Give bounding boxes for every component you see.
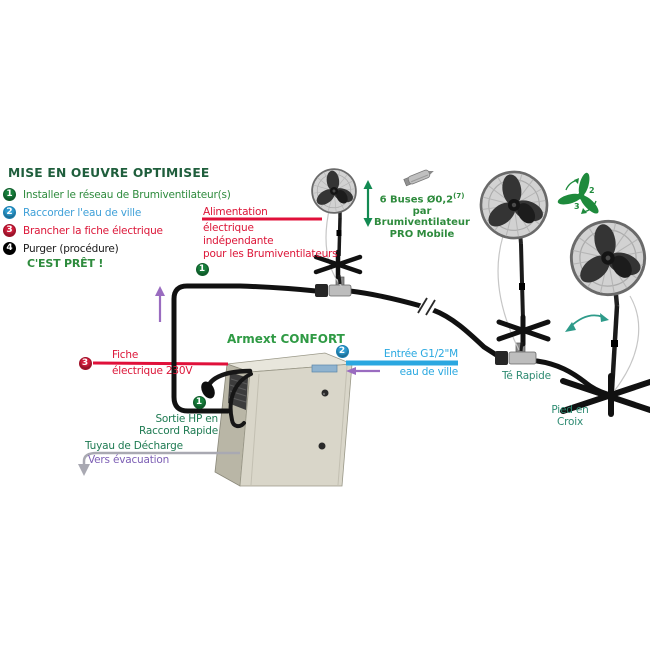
badge-plug: 3 [78,356,92,370]
power-note-line4: pour les Brumiventilateurs [203,248,338,260]
nozzle-note-line4: PRO Mobile [389,228,455,240]
step-1-badge: 1 [3,188,16,201]
step-3-badge: 3 [3,224,16,237]
step-4-label: Purger (procédure) [23,242,119,255]
fan-3-cross-base [560,373,650,417]
misting-fan-1 [309,166,363,288]
foot-label-2: Croix [557,416,583,428]
power-note-line2: électrique [203,222,254,234]
hose-break-symbol [417,297,436,316]
power-note-line1: Alimentation [203,206,268,218]
propeller-num-3: 3 [574,202,580,211]
step-2: 2 Raccorder l'eau de ville [3,206,141,219]
badge-hp-outlet: 1 [192,395,206,409]
step-2-label: Raccorder l'eau de ville [23,206,142,219]
tee-label: Té Rapide [502,370,551,382]
foot-label-1: Pied en [551,404,589,416]
cabinet-title: Armext CONFORT [227,332,345,346]
tee-connector-1 [315,276,352,297]
plug-label-2: électrique 230V [112,365,193,377]
arrow-left-purple [346,367,380,375]
arrow-up-purple [155,286,165,322]
nozzle-note: 6 Buses Ø0,2(7) par Brumiventilateur PRO… [368,191,476,240]
power-line-230v [92,361,229,366]
misting-fan-2 [475,166,553,352]
drain-label: Tuyau de Décharge [85,440,183,452]
step-1: 1 Installer le réseau de Brumiventilateu… [3,188,231,201]
plug-label-1: Fiche [112,349,139,361]
cabinet-label-sticker [311,364,338,373]
fan-1-cross-base [313,249,363,280]
step-3: 3 Brancher la fiche électrique [3,224,163,237]
hp-outlet-label-2: Raccord Rapide [138,425,218,437]
tee-connector-2 [495,342,537,365]
water-inlet-label-1: Entrée G1/2"M [383,348,458,360]
power-cable [201,368,253,429]
drain-line [78,451,240,476]
nozzle-icon [403,169,434,187]
fan-2-cross-base [496,314,551,347]
nozzle-note-line2: par [412,205,432,217]
badge-water-inlet: 2 [335,344,349,358]
step-1-label: Installer le réseau de Brumiventilateur(… [23,188,231,201]
door-knob-top [321,389,329,397]
door-knob-bottom [318,442,326,450]
height-adjust-arrow [363,180,373,227]
page-title: MISE EN OEUVRE OPTIMISEE [8,166,210,180]
propeller-num-2: 2 [589,186,595,195]
step-2-badge: 2 [3,206,16,219]
plug-head [201,381,215,399]
rotation-propeller-icon [557,172,599,214]
badge-hose-network: 1 [195,262,209,276]
water-inlet-label-2: eau de ville [399,366,459,378]
hp-outlet-label-1: Sortie HP en [155,413,218,425]
door-knob-top-highlight [322,392,326,396]
oscillation-arrow [565,313,609,332]
step-3-label: Brancher la fiche électrique [23,224,163,237]
nozzle-note-sup: (7) [453,192,465,200]
step-4: 4 Purger (procédure) [3,242,119,255]
power-note-line3: indépendante [203,235,274,247]
ready-text: C'EST PRÊT ! [27,257,104,270]
drain-dest-label: Vers évacuation [88,454,170,466]
nozzle-note-line3: Brumiventilateur [374,217,470,229]
misting-fan-3 [560,214,650,417]
nozzle-note-line1: 6 Buses Ø0,2(7) [379,192,465,206]
step-4-badge: 4 [3,242,16,255]
